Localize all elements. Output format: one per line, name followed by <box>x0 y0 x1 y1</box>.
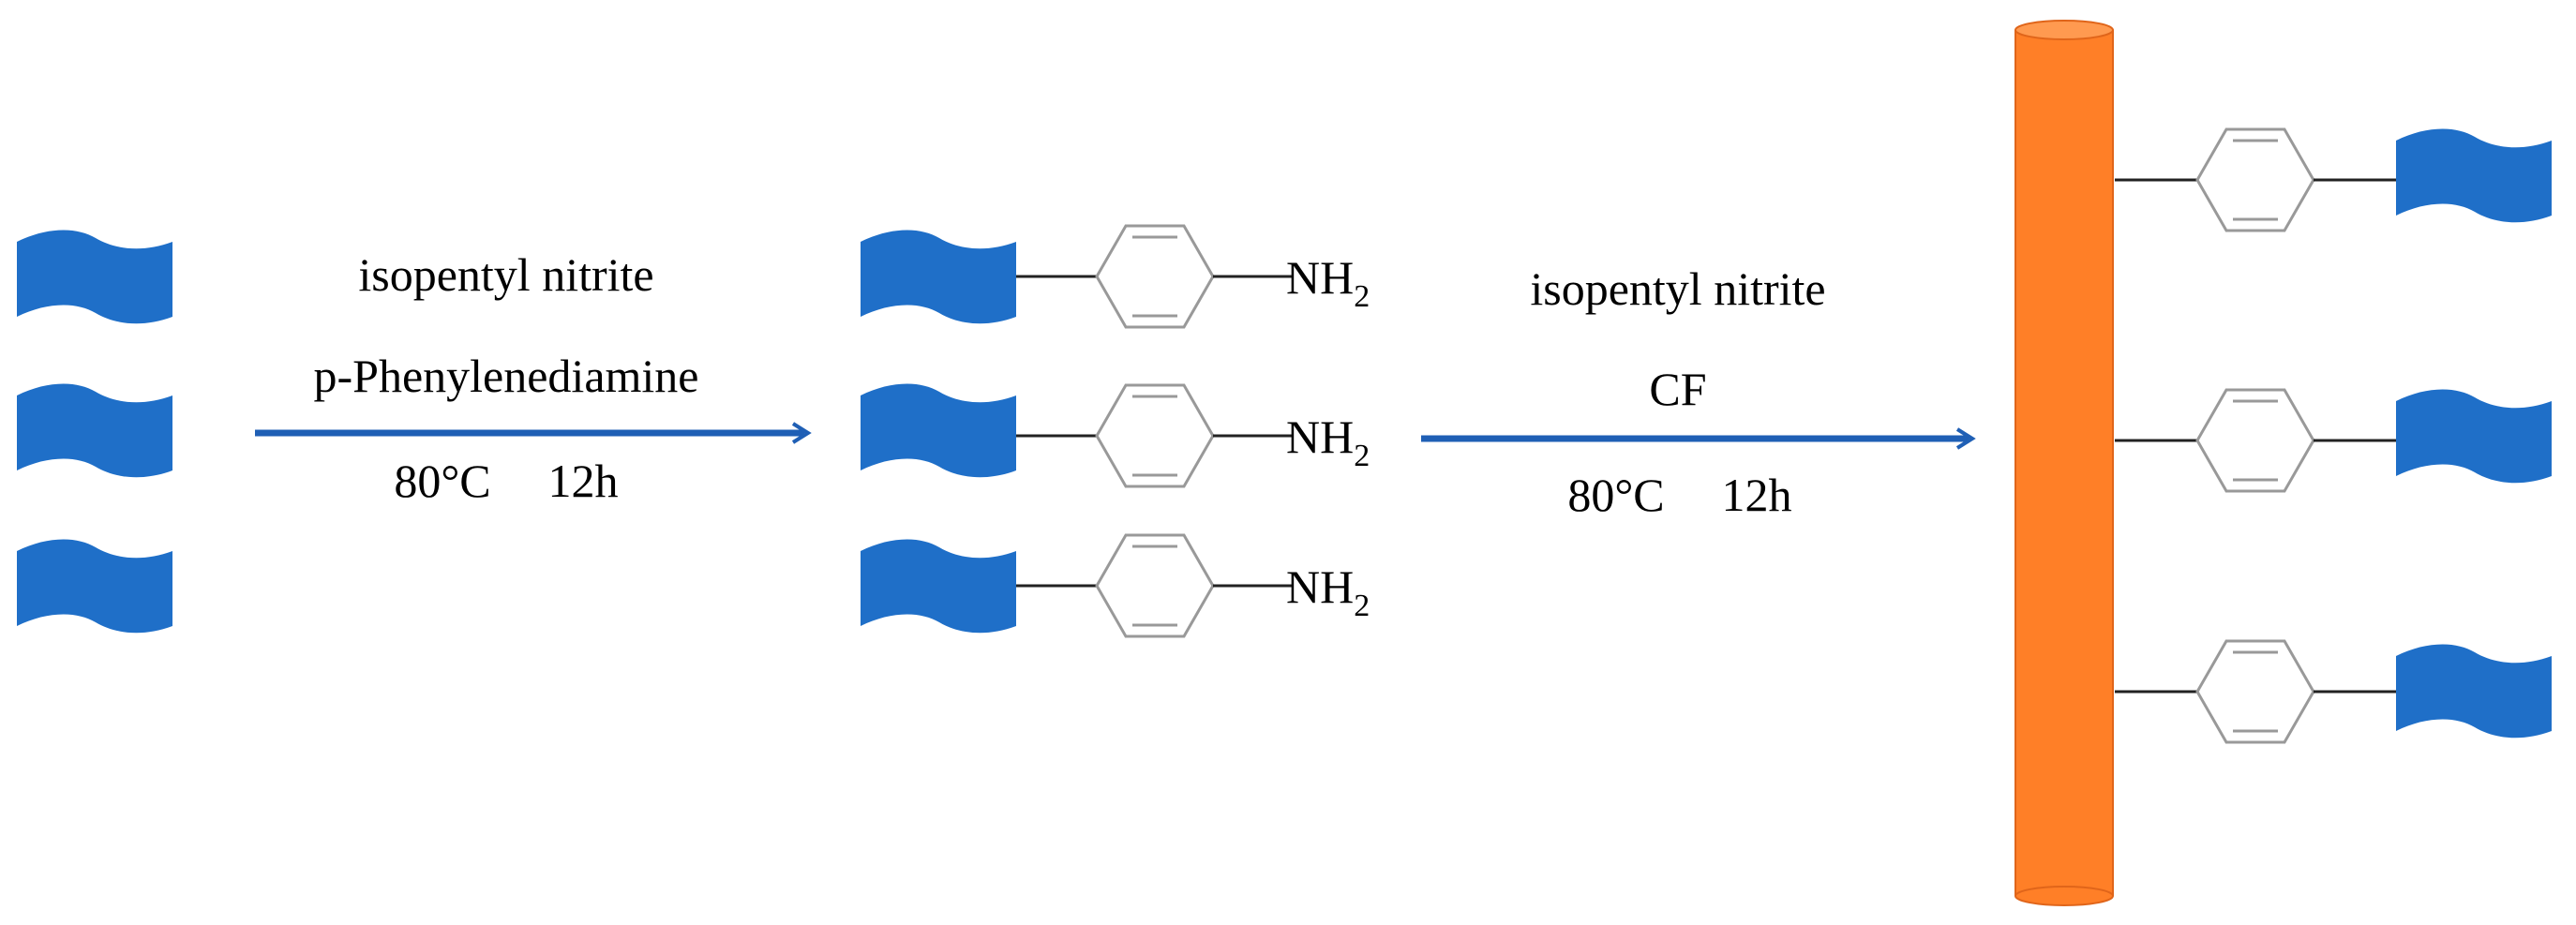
graphene-sheet-start-2 <box>17 383 172 478</box>
amine-label-3: NH2 <box>1286 560 1370 623</box>
step1-reagent-1: isopentyl nitrite <box>358 248 653 301</box>
amine-label-1: NH2 <box>1286 251 1370 314</box>
graphene-sheet-mid-3 <box>861 539 1016 634</box>
benzene-ring-grafted-3 <box>2195 639 2315 744</box>
step2-temperature: 80°C <box>1567 469 1664 521</box>
benzene-ring-mid-3 <box>1095 533 1215 638</box>
step2-time: 12h <box>1722 469 1792 521</box>
benzene-ring-mid-2 <box>1095 383 1215 488</box>
step2-reagent-2: CF <box>1649 363 1706 415</box>
amino-functionalized-sheet-3: NH2 <box>861 533 1370 638</box>
amine-label-2: NH2 <box>1286 410 1370 473</box>
graphene-sheet-grafted-2 <box>2396 389 2552 484</box>
amino-functionalized-sheet-1: NH2 <box>861 224 1370 329</box>
grafted-sheet-2 <box>2115 388 2552 493</box>
amino-functionalized-sheet-2: NH2 <box>861 383 1370 488</box>
step1-arrow <box>255 422 812 444</box>
graphene-sheet-mid-1 <box>861 230 1016 324</box>
graphene-sheet-start-1 <box>17 230 172 324</box>
step2-arrow <box>1421 427 1976 450</box>
graphene-sheet-grafted-1 <box>2396 128 2552 223</box>
benzene-ring-grafted-2 <box>2195 388 2315 493</box>
graphene-sheet-mid-2 <box>861 383 1016 478</box>
grafted-sheet-1 <box>2115 127 2552 232</box>
graphene-sheet-start-3 <box>17 539 172 634</box>
step1-time: 12h <box>548 455 619 507</box>
carbon-fiber <box>2014 20 2114 906</box>
step1-temperature: 80°C <box>394 455 490 507</box>
grafted-sheet-3 <box>2115 639 2552 744</box>
step1-reagent-2: p-Phenylenediamine <box>314 350 699 402</box>
benzene-ring-grafted-1 <box>2195 127 2315 232</box>
benzene-ring-mid-1 <box>1095 224 1215 329</box>
graphene-sheet-grafted-3 <box>2396 644 2552 739</box>
step2-reagent-1: isopentyl nitrite <box>1530 262 1825 315</box>
